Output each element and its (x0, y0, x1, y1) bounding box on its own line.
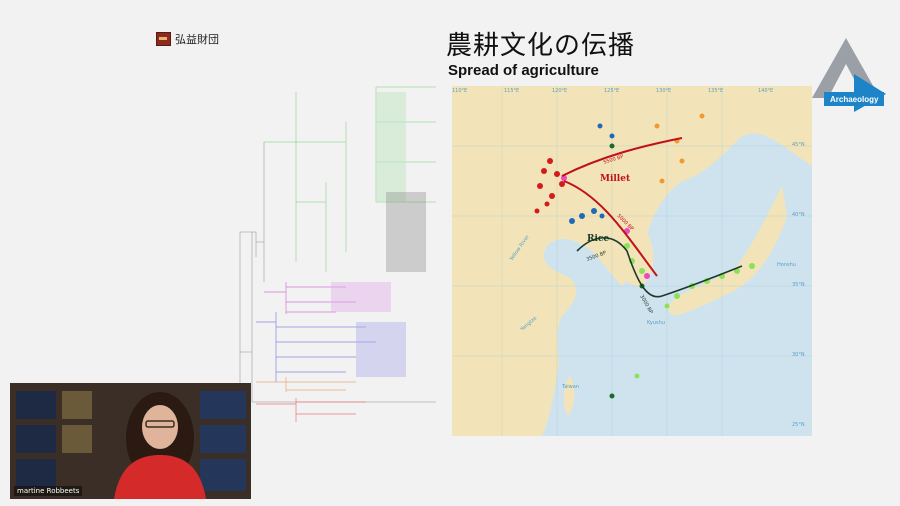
millet-route-north (561, 137, 683, 177)
map-lon-tick-labels: 110°E 115°E 120°E 125°E 130°E 135°E 140°… (452, 88, 773, 94)
agriculture-spread-map: 110°E 115°E 120°E 125°E 130°E 135°E 140°… (452, 86, 812, 436)
rice-route (576, 237, 743, 298)
tree-clade-red (256, 398, 366, 422)
phylogenetic-tree (239, 86, 436, 422)
webcam-background (10, 383, 251, 499)
lon-tick: 120°E (552, 88, 567, 94)
foundation-logo: 弘益財団 (156, 31, 219, 47)
speaker-jacket (114, 455, 206, 499)
lon-tick: 140°E (758, 88, 773, 94)
map-lat-tick-labels: 45°N 40°N 35°N 30°N 25°N (792, 142, 805, 428)
lat-tick: 35°N (792, 282, 805, 288)
tree-clade-blue (256, 312, 376, 382)
lon-tick: 135°E (708, 88, 723, 94)
tree-backbone (239, 142, 436, 422)
tree-clade-magenta (264, 282, 356, 314)
map-label-kyushu: Kyushu (647, 320, 665, 326)
tree-clade-orange (256, 377, 356, 392)
millet-sites (534, 158, 565, 214)
lat-tick: 45°N (792, 142, 805, 148)
rice-sites (569, 123, 615, 224)
speaker-glasses (145, 420, 175, 428)
archaeology-logo: Archaeology (812, 38, 886, 112)
map-land-taiwan (563, 376, 575, 416)
map-land-japan (668, 186, 787, 316)
archaeology-logo-text: Archaeology (830, 95, 879, 104)
foundation-logo-text: 弘益財団 (175, 33, 219, 46)
tree-leaf-labels (331, 92, 426, 377)
map-label-millet: Millet (600, 174, 631, 184)
map-label-rice: Rice (587, 234, 609, 244)
map-label-honshu: Honshu (777, 262, 796, 268)
speaker-webcam: martine Robbeets (10, 383, 251, 499)
archaeology-logo-band (824, 92, 884, 106)
lon-tick: 115°E (504, 88, 519, 94)
lon-tick: 125°E (604, 88, 619, 94)
lat-tick: 30°N (792, 352, 805, 358)
webcam-participant-name: martine Robbeets (14, 486, 83, 496)
slide-title-japanese: 農耕文化の伝播 (446, 31, 636, 61)
millet-route-south (563, 180, 658, 277)
lon-tick: 130°E (656, 88, 671, 94)
lat-tick: 25°N (792, 422, 805, 428)
map-label-taiwan: Taiwan (561, 384, 579, 390)
map-graticule (452, 86, 812, 436)
orange-sites (654, 113, 705, 184)
lat-tick: 40°N (792, 212, 805, 218)
lon-tick: 110°E (452, 88, 467, 94)
foundation-logo-icon (156, 32, 171, 46)
slide-title-english: Spread of agriculture (448, 62, 599, 79)
